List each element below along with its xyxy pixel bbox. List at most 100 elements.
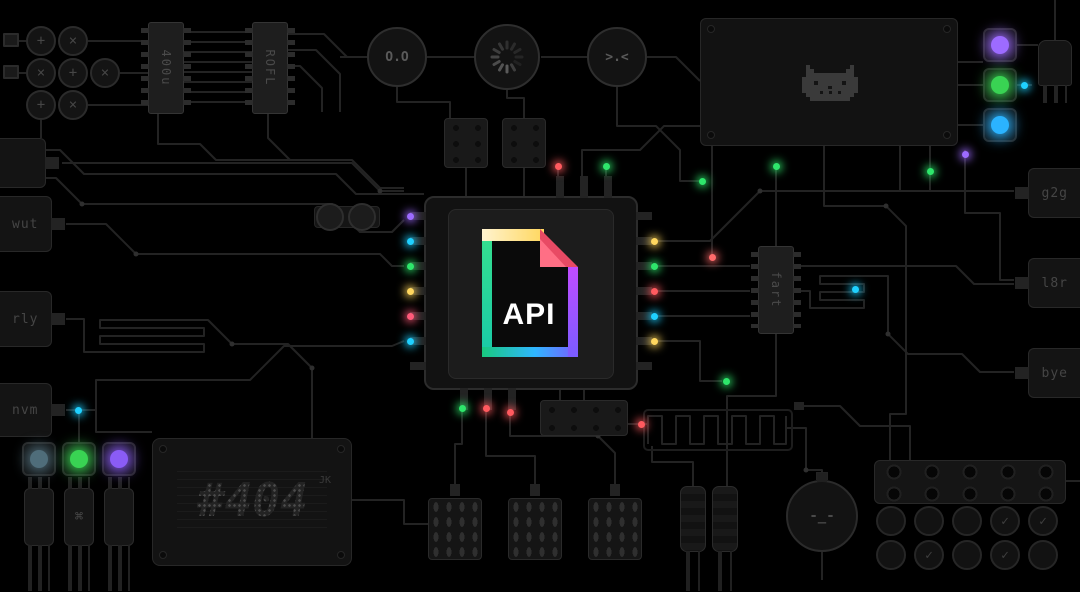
screw-glyph: ×: [100, 65, 110, 81]
display-404-text: #404: [197, 473, 308, 527]
led-bulb: [991, 36, 1009, 54]
led-indicator: [602, 162, 610, 170]
led-indicator: [650, 287, 658, 295]
transistor-package: [24, 477, 54, 591]
led-housing: [62, 442, 96, 476]
led-bulb: [110, 450, 128, 468]
transistor-package: ⌘: [64, 477, 94, 591]
led-indicator: [926, 167, 934, 175]
connector-label: nvm: [12, 402, 39, 418]
led-bulb: [30, 450, 48, 468]
transistor-package: [104, 477, 134, 591]
led-bulb: [991, 76, 1009, 94]
connector-label: l8r: [1041, 275, 1068, 291]
cpu-pins-right: [636, 212, 652, 374]
chip-label: fart: [769, 271, 783, 309]
led-indicator: [772, 162, 780, 170]
solder-pad: ✓: [1028, 506, 1058, 536]
capacitor: [316, 203, 344, 231]
screw-glyph: +: [36, 97, 46, 113]
solder-pad: [1028, 540, 1058, 570]
screw-glyph: ×: [68, 97, 78, 113]
screw-glyph: +: [36, 33, 46, 49]
panel-screw-icon: [707, 131, 715, 139]
led-indicator: [506, 408, 514, 416]
cpu-pins-bottom: [460, 388, 516, 410]
pin-grid-module: [588, 498, 642, 560]
connector-right-bye: bye: [1015, 348, 1080, 398]
led-housing: [22, 442, 56, 476]
led-indicator: [458, 404, 466, 412]
screw-cluster: + × × + × + ×: [26, 26, 120, 122]
display-404-panel: #404 JK: [152, 438, 352, 566]
led-indicator: [722, 377, 730, 385]
solder-pad: ✓: [914, 540, 944, 570]
cpu-die: API: [448, 209, 614, 379]
cat-panel: [700, 18, 958, 146]
solder-pad: ✓: [990, 506, 1020, 536]
led-indicator: [1020, 81, 1028, 89]
cpu-chip: API: [410, 176, 652, 410]
screw-icon: +: [26, 90, 56, 120]
connector-right-l8r: l8r: [1015, 258, 1080, 308]
screw-glyph: ×: [36, 65, 46, 81]
solder-pad: [876, 540, 906, 570]
potentiometer-face: -_-: [809, 508, 835, 524]
connector-right-g2g: g2g: [1015, 168, 1080, 218]
screw-icon: ×: [90, 58, 120, 88]
check-icon: ✓: [1001, 513, 1009, 529]
led-housing: [102, 442, 136, 476]
led-indicator: [708, 253, 716, 261]
led-indicator: [637, 420, 645, 428]
transistor: [1038, 40, 1072, 103]
potentiometer: -_-: [786, 473, 858, 552]
electrolytic-capacitor: [680, 486, 706, 591]
screw-icon: +: [58, 58, 88, 88]
chip-label: ROFL: [263, 49, 277, 87]
connector-left-wut: wut: [0, 196, 65, 252]
led-indicator: [650, 262, 658, 270]
led-indicator: [74, 406, 82, 414]
led-housing: [983, 108, 1017, 142]
solder-pad: [876, 506, 906, 536]
solder-pad-row: ✓✓: [876, 506, 1058, 536]
cpu-pins-top: [556, 176, 612, 198]
check-icon: ✓: [925, 547, 933, 563]
connector-left-nvm: nvm: [0, 383, 65, 437]
electrolytic-capacitor: [712, 486, 738, 591]
connector-label: wut: [12, 216, 39, 232]
led-bulb: [991, 116, 1009, 134]
led-indicator: [650, 237, 658, 245]
panel-screw-icon: [159, 445, 167, 453]
dot-grid-component: [502, 118, 546, 168]
led-indicator: [851, 285, 859, 293]
solder-pad: [914, 506, 944, 536]
screw-icon: ×: [26, 58, 56, 88]
panel-screw-icon: [707, 25, 715, 33]
led-indicator: [961, 150, 969, 158]
dip-chip-400u: 400u: [141, 22, 191, 114]
solder-pad: [952, 506, 982, 536]
led-indicator: [406, 287, 414, 295]
solder-pad: [952, 540, 982, 570]
led-indicator: [482, 404, 490, 412]
api-label: API: [502, 298, 555, 331]
cpu-pins-left: [410, 212, 426, 374]
solder-pad: ✓: [990, 540, 1020, 570]
capacitor-pair: [312, 194, 382, 240]
led-bulb: [70, 450, 88, 468]
command-glyph: ⌘: [74, 509, 84, 525]
side-chip-fart: fart: [751, 246, 801, 334]
led-indicator: [406, 312, 414, 320]
panel-screw-icon: [337, 551, 345, 559]
led-indicator: [406, 212, 414, 220]
panel-screw-icon: [943, 25, 951, 33]
emoticon-capacitor-right: >.<: [587, 27, 647, 87]
capacitor: [348, 203, 376, 231]
bottom-dot-grid: [540, 400, 628, 436]
led-indicator: [406, 262, 414, 270]
connector-label: bye: [1041, 365, 1068, 381]
panel-screw-icon: [943, 131, 951, 139]
